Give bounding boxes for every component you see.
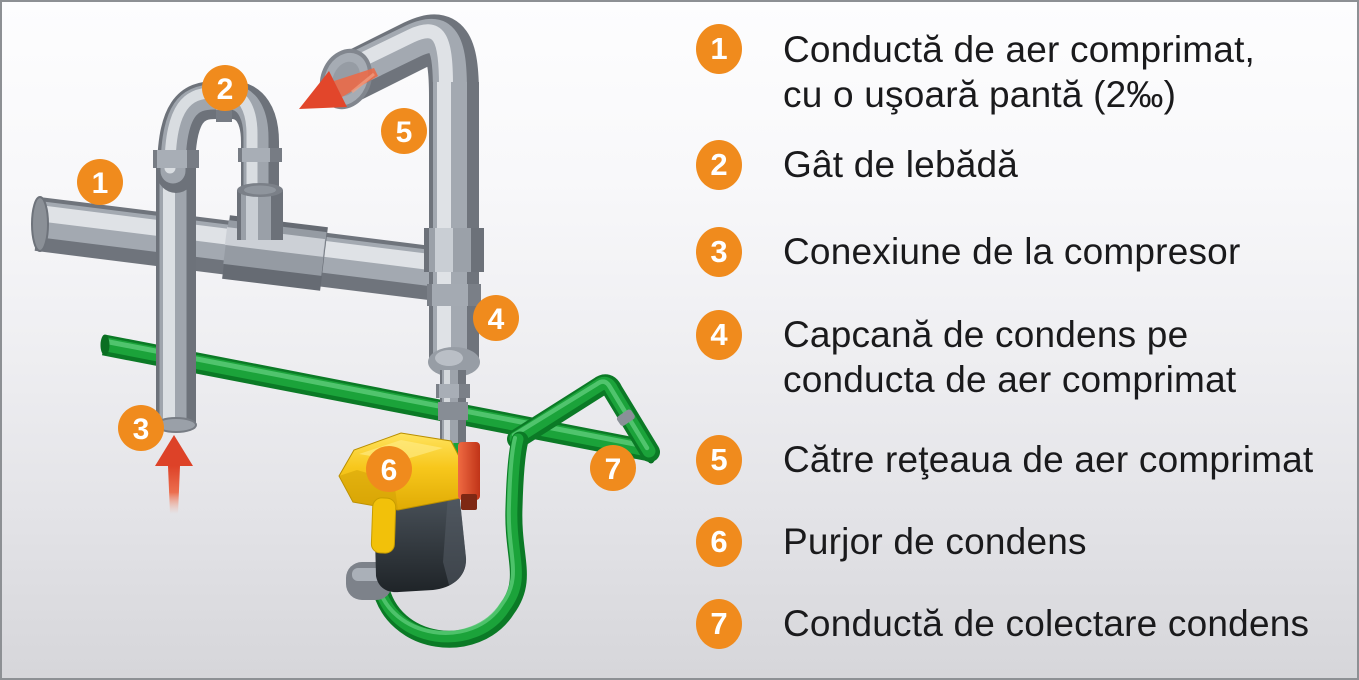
diagram-badge-4 xyxy=(473,295,519,341)
legend-item-7-label: Conductă de colectare condens xyxy=(783,601,1309,646)
legend-badge-5-number: 5 xyxy=(710,442,728,477)
legend-badge-3: 3 xyxy=(696,227,742,277)
outflow-arrow-tail xyxy=(334,68,378,97)
legend-item-6-line-1: Purjor de condens xyxy=(783,521,1087,562)
legend-badge-4-number: 4 xyxy=(710,317,728,352)
drain-body xyxy=(374,491,467,593)
drain-red-clip xyxy=(458,442,480,500)
main-pipe-end-cap xyxy=(31,196,49,252)
diagram-badge-1 xyxy=(77,159,123,205)
legend-item-5-label: Către reţeaua de aer comprimat xyxy=(783,437,1313,482)
diagram-badge-7-number: 7 xyxy=(605,453,622,486)
diagram-badge-7 xyxy=(590,445,636,491)
legend-badge-4: 4 xyxy=(696,310,742,360)
diagram-badge-5-number: 5 xyxy=(396,116,413,149)
outflow-arrow-icon xyxy=(299,71,347,109)
flow-arrows xyxy=(155,68,378,514)
legend-badge-6-number: 6 xyxy=(710,524,728,559)
legend-badge-2: 2 xyxy=(696,140,742,190)
inflow-arrow-tail xyxy=(168,466,180,514)
legend-item-1-label: Conductă de aer comprimat, cu o uşoară p… xyxy=(783,27,1255,117)
network-takeoff-pipe xyxy=(319,14,484,377)
diagram-badges: 1 2 3 4 5 6 7 xyxy=(77,65,636,492)
diagram-badge-2 xyxy=(202,65,248,111)
diagram-badge-1-number: 1 xyxy=(92,167,109,200)
legend-item-2-label: Gât de lebădă xyxy=(783,142,1018,187)
legend-badge-3-number: 3 xyxy=(710,234,728,269)
compressor-riser-pipe xyxy=(155,157,197,433)
legend-item-1-line-2: cu o uşoară pantă (2‰) xyxy=(783,74,1177,115)
legend-item-1-line-1: Conductă de aer comprimat, xyxy=(783,29,1256,70)
legend-badge-1: 1 xyxy=(696,24,742,74)
legend-badge-7-number: 7 xyxy=(710,606,728,641)
legend-badge-6: 6 xyxy=(696,517,742,567)
legend-badge-1-number: 1 xyxy=(710,31,728,66)
legend-badge-2-number: 2 xyxy=(710,147,728,182)
legend-item-4-line-2: conducta de aer comprimat xyxy=(783,359,1237,400)
legend-badge-7: 7 xyxy=(696,599,742,649)
legend-item-4-label: Capcană de condens pe conducta de aer co… xyxy=(783,312,1236,402)
legend-item-6-label: Purjor de condens xyxy=(783,519,1087,564)
condensate-drain-hose xyxy=(371,431,529,648)
legend-item-3-label: Conexiune de la compresor xyxy=(783,229,1240,274)
diagram-badge-3-number: 3 xyxy=(133,413,150,446)
legend-item-3-line-1: Conexiune de la compresor xyxy=(783,231,1241,272)
condensate-drain-unit xyxy=(338,432,480,600)
legend-badge-5: 5 xyxy=(696,435,742,485)
diagram-badge-2-number: 2 xyxy=(217,73,234,106)
diagram-badge-3 xyxy=(118,405,164,451)
drain-lid-tab xyxy=(370,497,397,554)
collection-branch-fitting xyxy=(616,409,635,426)
diagram-badge-6 xyxy=(366,446,412,492)
piping-diagram: 1 2 3 4 5 6 7 xyxy=(31,14,660,648)
legend-item-4-line-1: Capcană de condens pe xyxy=(783,314,1189,355)
diagram-badge-5 xyxy=(381,108,427,154)
legend-item-2-line-1: Gât de lebădă xyxy=(783,144,1019,185)
legend-item-5-line-1: Către reţeaua de aer comprimat xyxy=(783,439,1314,480)
gooseneck-tee-fitting xyxy=(222,183,328,291)
diagram-badge-6-number: 6 xyxy=(381,454,398,487)
legend-item-7-line-1: Conductă de colectare condens xyxy=(783,603,1310,644)
inflow-arrow-icon xyxy=(155,435,193,466)
diagram-badge-4-number: 4 xyxy=(488,303,505,336)
